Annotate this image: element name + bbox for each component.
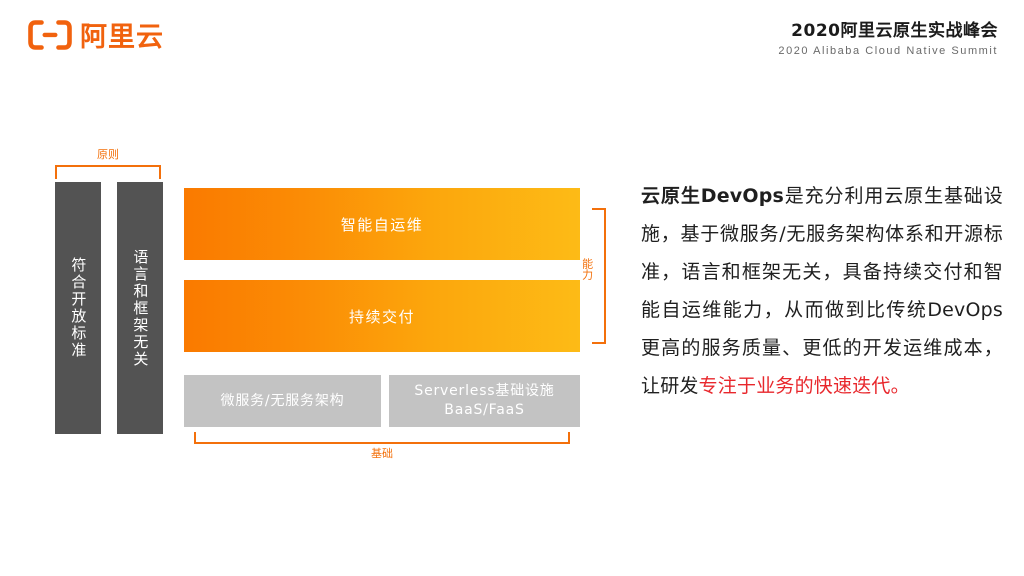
foundation-box-microservices-label: 微服务/无服务架构 [220,392,345,409]
cloud-native-devops-diagram: 原则 符合开放标准 语言和框架无关 智能自运维 持续交付 能力 微服务/无服务架… [55,148,606,460]
foundation-box-microservices: 微服务/无服务架构 [184,375,381,427]
description-body-text: 是充分利用云原生基础设施，基于微服务/无服务架构体系和开源标准，语言和框架无关，… [641,185,1004,397]
foundation-box-serverless-line2: BaaS/FaaS [444,402,525,418]
foundation-box-serverless-line1: Serverless基础设施 [414,383,555,400]
summit-title-cn: 2020阿里云原生实战峰会 [791,21,998,41]
pillar-open-standards-label: 符合开放标准 [69,257,88,359]
capability-bar-intelligent-ops: 智能自运维 [184,188,580,260]
capability-group-label: 能力 [580,258,594,280]
capability-bar-continuous-delivery-label: 持续交付 [348,307,415,326]
principle-bracket [55,165,161,179]
slide-header: 阿里云 2020阿里云原生实战峰会 2020 Alibaba Cloud Nat… [0,0,1024,70]
principle-group-label: 原则 [97,148,119,161]
description-accent-text: 专注于业务的快速迭代。 [698,375,910,397]
description-lead-term: 云原生DevOps [641,185,785,207]
alibaba-cloud-logo-mark [28,20,72,55]
capability-bracket [592,208,606,344]
capability-bar-continuous-delivery: 持续交付 [184,280,580,352]
logo-wordmark: 阿里云 [80,22,164,53]
foundation-bracket [194,432,570,444]
pillar-open-standards: 符合开放标准 [55,182,101,434]
pillar-language-framework-agnostic-label: 语言和框架无关 [131,248,150,368]
description-paragraph: 云原生DevOps是充分利用云原生基础设施，基于微服务/无服务架构体系和开源标准… [641,177,1003,405]
alibaba-cloud-logo: 阿里云 [28,20,164,55]
summit-title-en: 2020 Alibaba Cloud Native Summit [778,45,998,58]
pillar-language-framework-agnostic: 语言和框架无关 [117,182,163,434]
foundation-box-serverless-label: Serverless基础设施 BaaS/FaaS [414,382,554,420]
foundation-box-serverless: Serverless基础设施 BaaS/FaaS [389,375,580,427]
foundation-group-label: 基础 [371,447,393,460]
summit-title: 2020阿里云原生实战峰会 2020 Alibaba Cloud Native … [778,21,998,59]
capability-bar-intelligent-ops-label: 智能自运维 [340,215,424,234]
